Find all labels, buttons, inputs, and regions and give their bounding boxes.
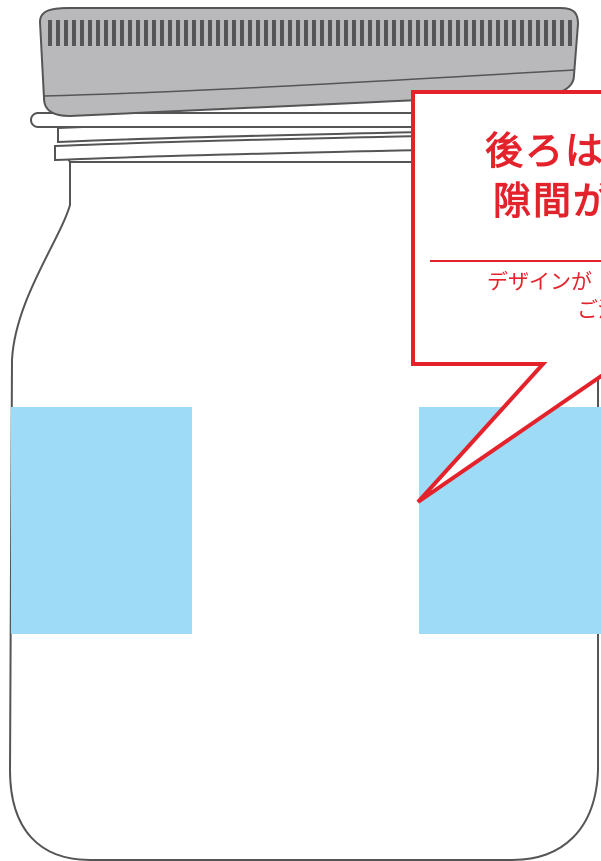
callout-text: 後ろは 隙間が デザインが ご注 (430, 100, 601, 340)
callout-title-line1: 後ろは (485, 129, 601, 173)
callout-note: デザインが ご注 (487, 268, 601, 324)
callout-divider (430, 260, 601, 262)
callout-note-line1: デザインが (487, 270, 592, 294)
callout-title: 後ろは 隙間が (485, 126, 601, 226)
label-area-back (419, 407, 601, 634)
label-area-front (11, 407, 192, 634)
lid-lower-line (43, 69, 575, 97)
lid-knurling (48, 20, 572, 46)
callout-note-line2: ご注 (577, 298, 601, 322)
callout-title-line2: 隙間が (493, 179, 601, 223)
